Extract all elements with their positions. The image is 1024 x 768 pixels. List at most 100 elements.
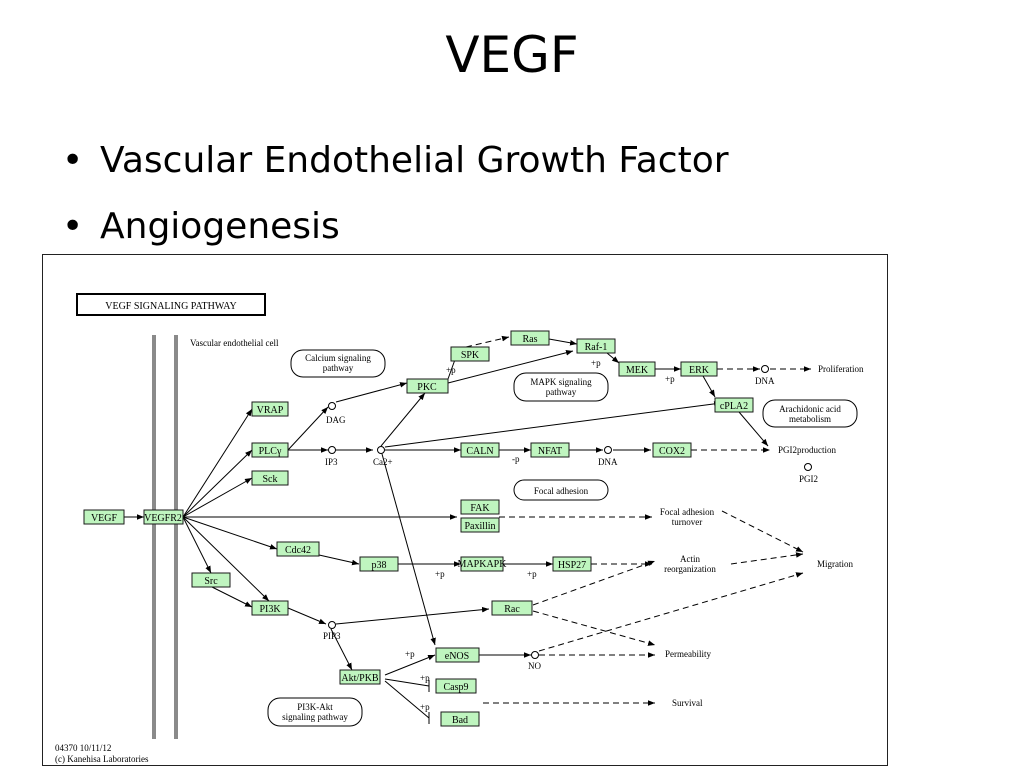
edge [738,411,769,447]
focal-adhesion-link[interactable] [513,479,609,501]
gene-raf1[interactable]: Raf-1 [576,338,616,354]
gene-cox2-label: COX2 [659,446,685,457]
edge [384,654,436,676]
modifier-label: -p [512,454,520,464]
outcome-focal-turnover-line2: turnover [672,517,703,527]
compound-dna-node[interactable] [761,365,769,373]
diagram-header: VEGF SIGNALING PATHWAY [105,301,237,312]
gene-vegfr2[interactable]: VEGFR2 [143,509,184,525]
gene-p38-label: p38 [372,560,387,571]
arachidonic-link-line2: metabolism [789,414,831,424]
edge [384,678,430,687]
gene-casp9[interactable]: Casp9 [435,678,477,694]
compound-dag: DAG [326,415,346,425]
arachidonic-link-line1: Arachidonic acid [779,404,841,414]
gene-mek[interactable]: MEK [618,361,656,377]
compound-ip3: IP3 [325,457,338,467]
gene-raf1-label: Raf-1 [585,342,608,353]
gene-aktpkb[interactable]: Akt/PKB [339,669,381,685]
outcome-focal-turnover-line1: Focal adhesion [660,507,715,517]
edge [209,585,253,608]
gene-vegfr2-label: VEGFR2 [144,513,182,524]
compound-pip3-node[interactable] [328,621,336,629]
edge [182,516,212,574]
gene-sck[interactable]: Sck [251,470,289,486]
compound-ca: Ca2+ [373,457,393,467]
cell-label: Vascular endothelial cell [190,338,279,348]
gene-boxes: VEGF VEGFR2 VRAP PLCγ Sck Cdc42 Src PI3K… [83,330,754,727]
gene-aktpkb-label: Akt/PKB [341,673,379,684]
gene-erk[interactable]: ERK [680,361,718,377]
gene-caln-label: CALN [466,446,493,457]
gene-p38[interactable]: p38 [359,556,399,572]
pathway-links: Calcium signaling pathway MAPK signaling… [267,349,858,727]
gene-mapkapk[interactable]: MAPKAPK [458,556,508,572]
gene-cpla2[interactable]: cPLA2 [714,397,754,413]
gene-mapkapk-label: MAPKAPK [458,559,508,570]
gene-enos[interactable]: eNOS [435,647,480,663]
mapk-pathway-link[interactable] [513,372,609,402]
edge [287,406,329,451]
gene-mek-label: MEK [626,365,649,376]
compound-pgi2: PGI2 [799,474,818,484]
outcome-actin-line2: reorganization [664,564,716,574]
compound-ca-node[interactable] [377,446,385,454]
edge [721,510,804,553]
outcome-survival: Survival [672,698,703,708]
pi3k-akt-link-line2: signaling pathway [282,712,348,722]
gene-plcg[interactable]: PLCγ [251,442,289,458]
bullet-text: Angiogenesis [100,206,340,247]
bullet-list: •Vascular Endothelial Growth Factor •Ang… [62,134,729,266]
gene-ras[interactable]: Ras [510,330,550,346]
modifier-label: +p [446,365,456,375]
pi3k-akt-link-line1: PI3K-Akt [297,702,333,712]
edge [384,401,722,448]
gene-nfat-label: NFAT [538,446,562,457]
gene-bad-label: Bad [452,715,468,726]
pathway-svg: VEGF SIGNALING PATHWAY Vascular endothel… [55,293,864,764]
gene-plcg-label: PLCγ [259,446,282,457]
gene-fak[interactable]: FAK [460,499,500,515]
edge [182,477,253,518]
gene-caln[interactable]: CALN [460,442,500,458]
edge [384,680,430,719]
gene-cox2[interactable]: COX2 [652,442,692,458]
arachidonic-pathway-link[interactable] [762,399,858,428]
gene-vegf[interactable]: VEGF [83,509,125,525]
mapk-link-line1: MAPK signaling [530,377,592,387]
gene-pkc[interactable]: PKC [406,378,449,394]
edge [532,560,656,606]
compound-ip3-node[interactable] [328,446,336,454]
diagram-footer-copyright: (c) Kanehisa Laboratories [55,754,149,764]
edge [532,610,656,646]
gene-spk[interactable]: SPK [450,346,490,362]
gene-bad[interactable]: Bad [440,711,480,727]
gene-pkc-label: PKC [417,382,437,393]
compounds: DAG IP3 Ca2+ PIP3 NO DNA DNA PGI2 [323,365,818,671]
gene-src[interactable]: Src [191,572,231,588]
edge [447,350,574,384]
calcium-pathway-link[interactable] [290,349,386,378]
edge [548,338,578,346]
compound-dna-node[interactable] [604,446,612,454]
edge [335,606,490,625]
edge [702,375,716,398]
gene-rac-label: Rac [504,604,520,615]
edge [335,382,408,403]
gene-paxillin[interactable]: Paxillin [460,517,500,533]
outcome-pgi2-production: PGI2production [778,445,836,455]
compound-no-node[interactable] [531,651,539,659]
outcome-permeability: Permeability [665,649,711,659]
modifier-label: +p [405,649,415,659]
compound-dag-node[interactable] [328,402,336,410]
gene-vrap[interactable]: VRAP [251,401,289,417]
edge [182,516,278,550]
compound-pgi2-node[interactable] [804,463,812,471]
gene-nfat[interactable]: NFAT [530,442,570,458]
gene-pi3k-label: PI3K [259,604,281,615]
gene-hsp27[interactable]: HSP27 [552,556,592,572]
pi3k-akt-pathway-link[interactable] [267,697,363,727]
gene-pi3k[interactable]: PI3K [251,600,289,616]
gene-rac[interactable]: Rac [491,600,533,616]
gene-cdc42[interactable]: Cdc42 [276,541,320,557]
